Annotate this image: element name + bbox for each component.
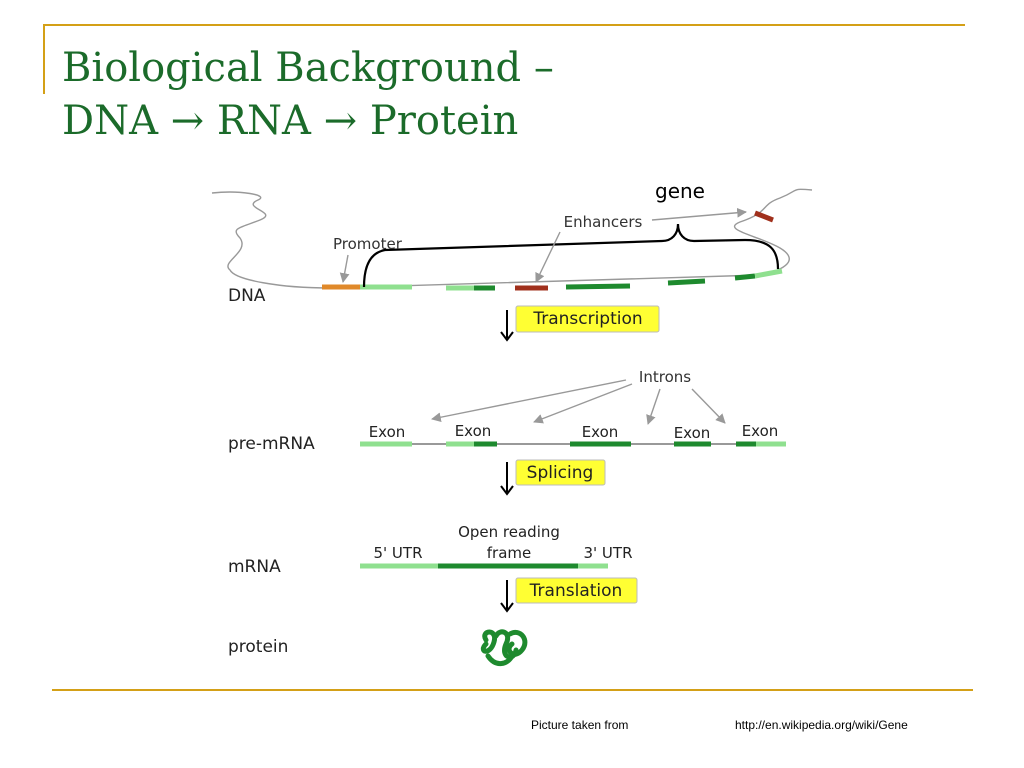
transcription-arrowhead bbox=[500, 331, 514, 342]
splicing-box bbox=[515, 459, 606, 486]
top-rule bbox=[43, 24, 965, 26]
intron-arrow-2 bbox=[533, 383, 633, 424]
orf-label-line-1: Open reading bbox=[458, 523, 560, 541]
splicing-label: Splicing bbox=[527, 463, 594, 483]
title-line-2: DNA → RNA → Protein bbox=[62, 98, 519, 144]
source-caption: Picture taken from bbox=[531, 718, 629, 732]
utr3-label: 3' UTR bbox=[584, 544, 633, 562]
dna-exon-5b bbox=[754, 268, 783, 279]
transcription-label: Transcription bbox=[532, 309, 642, 329]
transcription-box bbox=[515, 305, 660, 333]
splicing-arrowhead bbox=[500, 485, 514, 496]
translation-arrowhead bbox=[500, 602, 514, 613]
promoter-arrow bbox=[339, 254, 350, 283]
gene-label: gene bbox=[655, 179, 705, 203]
intron-arrow-3 bbox=[646, 388, 661, 425]
protein-label: protein bbox=[228, 637, 288, 657]
dna-label: DNA bbox=[228, 286, 266, 306]
dna-exon-5a bbox=[734, 273, 756, 281]
enhancers-label: Enhancers bbox=[564, 213, 643, 231]
exon-label-5: Exon bbox=[742, 422, 779, 440]
source-url[interactable]: http://en.wikipedia.org/wiki/Gene bbox=[735, 718, 908, 732]
utr5-label: 5' UTR bbox=[374, 544, 423, 562]
enhancers-arrow-right bbox=[651, 207, 747, 221]
bottom-rule bbox=[52, 689, 973, 691]
translation-box bbox=[515, 577, 638, 604]
translation-label: Translation bbox=[529, 581, 623, 601]
dna-strand bbox=[211, 188, 813, 289]
intron-arrow-1 bbox=[431, 379, 627, 423]
distal-enhancer bbox=[754, 210, 774, 223]
mrna-label: mRNA bbox=[228, 557, 281, 577]
introns-label: Introns bbox=[639, 368, 691, 386]
gene-bracket bbox=[362, 223, 780, 288]
exon-label-2: Exon bbox=[455, 422, 492, 440]
protein-icon bbox=[480, 629, 528, 666]
enhancers-arrow-down bbox=[535, 231, 561, 283]
exon-label-4: Exon bbox=[674, 424, 711, 442]
pre-mrna-label: pre-mRNA bbox=[228, 434, 315, 454]
title-line-1: Biological Background – bbox=[62, 45, 554, 91]
dna-exon-4 bbox=[667, 278, 706, 286]
intron-arrow-4 bbox=[691, 388, 726, 424]
slide-title: Biological Background – DNA → RNA → Prot… bbox=[62, 42, 554, 148]
left-rule bbox=[43, 24, 45, 94]
exon-label-1: Exon bbox=[369, 423, 406, 441]
promoter-label: Promoter bbox=[333, 235, 403, 253]
exon-label-3: Exon bbox=[582, 423, 619, 441]
orf-label-line-2: frame bbox=[487, 544, 531, 562]
dna-exon-3 bbox=[565, 283, 631, 290]
